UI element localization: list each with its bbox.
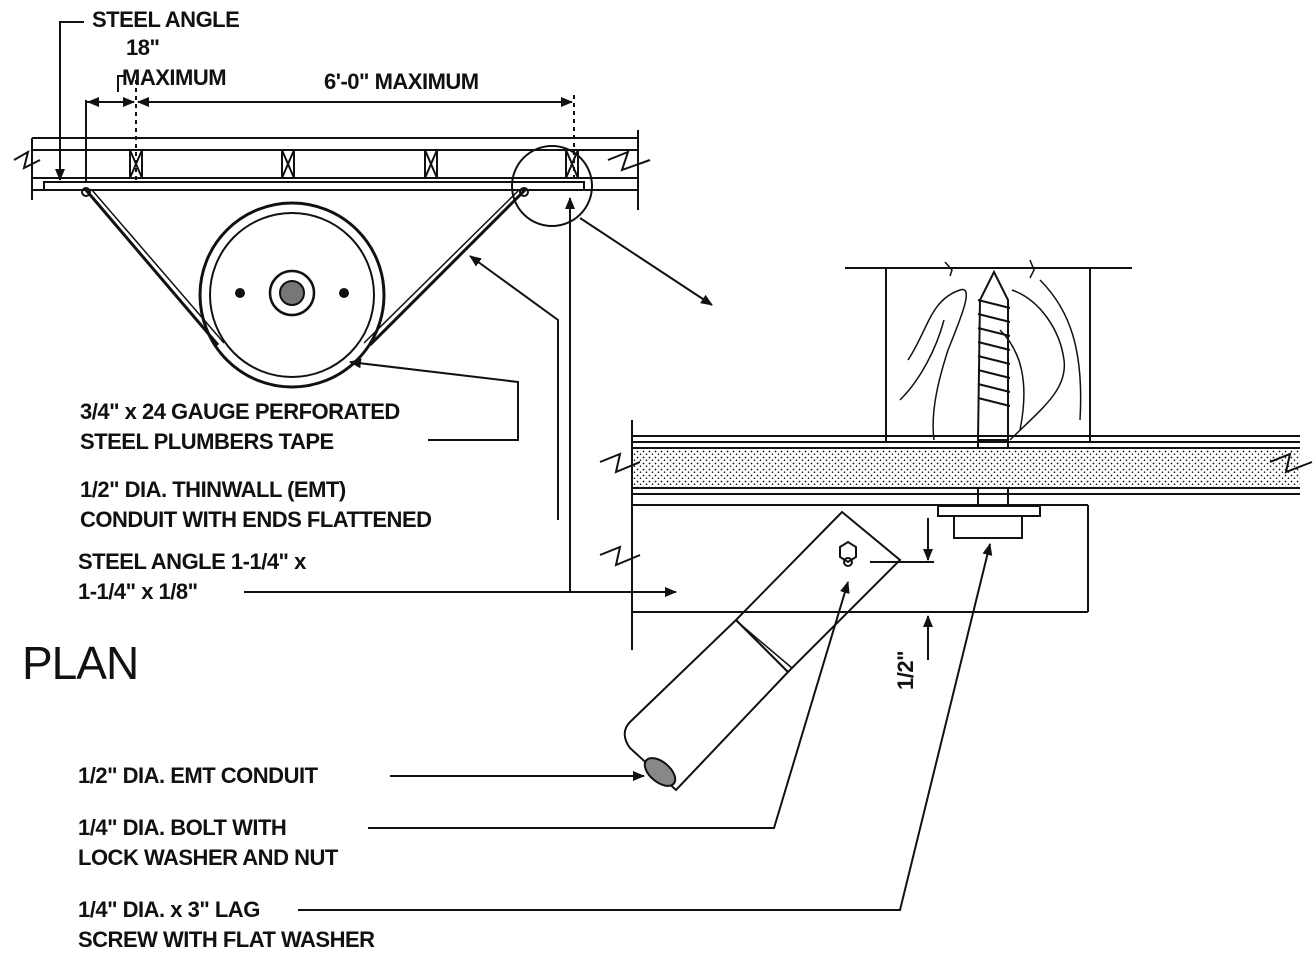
dimension-lines [85,75,575,182]
break-mark-right [607,150,651,172]
plan-title: PLAN [22,637,139,689]
plumbers-tape-leader [349,358,519,441]
label-conduit-flattened-2: CONDUIT WITH ENDS FLATTENED [80,507,432,532]
steel-angle-size-leader [244,197,575,593]
label-dim-18-maximum: MAXIMUM [122,65,227,90]
label-steel-angle-top: STEEL ANGLE [92,7,240,32]
label-plumbers-tape-2: STEEL PLUMBERS TAPE [80,429,334,454]
conduit-flattened-leader [469,255,559,520]
label-lag-1: 1/4" DIA. x 3" LAG [78,897,260,922]
half-inch-dimension [840,518,946,660]
label-steel-angle-size-2: 1-1/4" x 1/8" [78,579,198,604]
wood-joist [845,259,1132,442]
label-emt-conduit: 1/2" DIA. EMT CONDUIT [78,763,318,788]
plumbers-tape-sling [81,187,529,347]
bolt-leader [368,581,850,829]
label-dim-6ft: 6'-0" MAXIMUM [324,69,479,94]
blocking-marks [129,149,579,179]
label-half-inch: 1/2" [893,650,918,690]
conduit-angled [623,510,934,792]
steel-angle-top-leader [55,21,84,181]
fixture-disc [198,201,386,389]
detail-callout-circle [511,145,593,227]
lag-screw [937,269,1041,539]
label-bolt-1: 1/4" DIA. BOLT WITH [78,815,287,840]
label-conduit-flattened-1: 1/2" DIA. THINWALL (EMT) [80,477,346,502]
break-mark-left [13,149,41,170]
label-bolt-2: LOCK WASHER AND NUT [78,845,338,870]
steel-angle-bar [43,181,585,191]
label-plumbers-tape-1: 3/4" x 24 GAUGE PERFORATED [80,399,400,424]
lag-leader [298,543,993,911]
ceiling-layers [599,420,1313,650]
label-steel-angle-size-1: STEEL ANGLE 1-1/4" x [78,549,306,574]
label-dim-18: 18" [126,35,160,60]
label-lag-2: SCREW WITH FLAT WASHER [78,927,375,952]
